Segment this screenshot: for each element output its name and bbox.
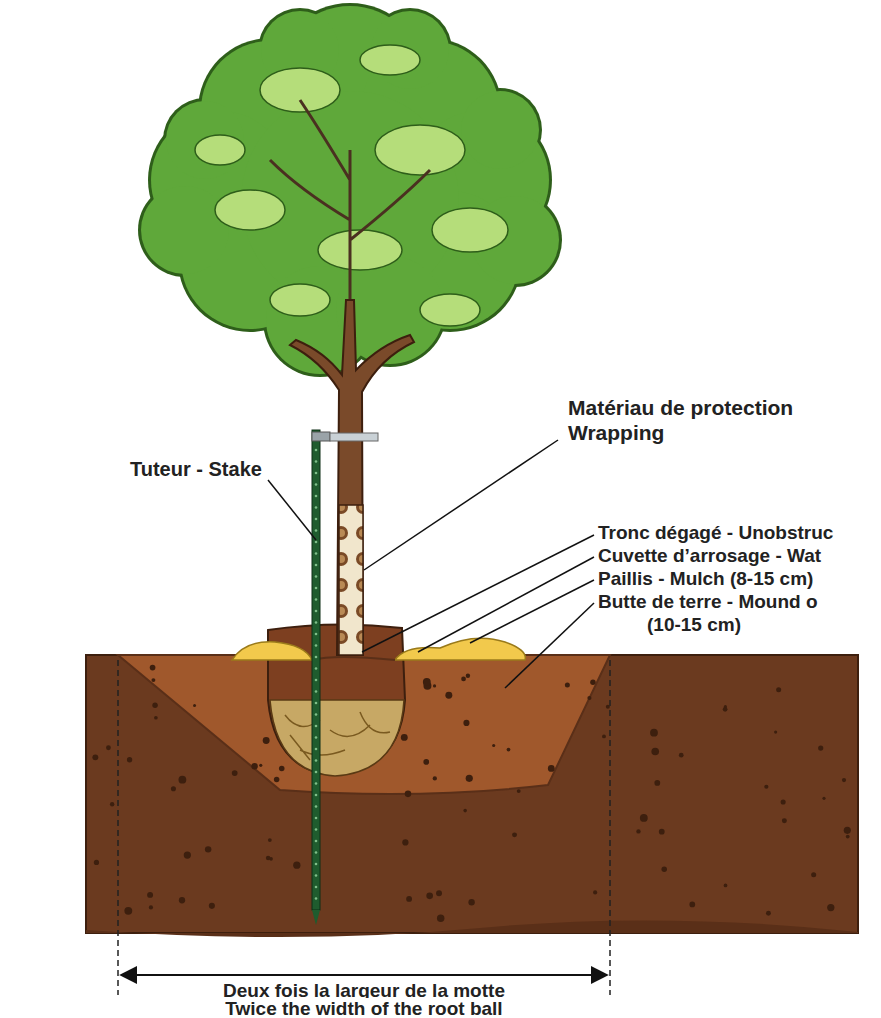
part-label: Matériau de protection xyxy=(566,396,795,420)
part-label: Wrapping xyxy=(566,421,666,445)
part-label: Cuvette d’arrosage - Wat xyxy=(596,545,823,567)
trunk-wrapping xyxy=(339,505,363,655)
part-label: Tuteur - Stake xyxy=(128,458,264,481)
part-label: (10-15 cm) xyxy=(645,614,743,636)
part-label: Butte de terre - Mound o xyxy=(596,591,820,613)
ground xyxy=(86,655,858,937)
leader-lines xyxy=(268,440,594,688)
dimension-label: Twice the width of the root ball xyxy=(223,998,504,1018)
trunk xyxy=(290,300,414,655)
part-label: Paillis - Mulch (8-15 cm) xyxy=(596,568,815,590)
dimension xyxy=(118,660,610,995)
soil-dots xyxy=(92,665,850,922)
stake xyxy=(312,430,378,925)
mulch xyxy=(232,638,525,660)
part-label: Tronc dégagé - Unobstruc xyxy=(596,522,835,544)
